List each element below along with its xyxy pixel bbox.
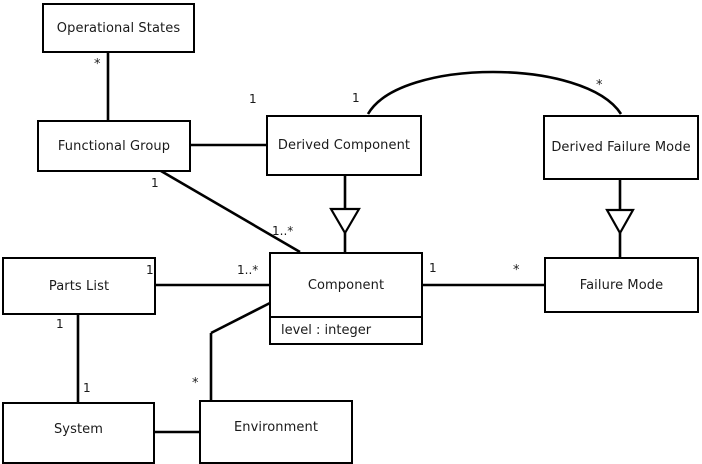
generalization-triangle-derived-component [329,207,361,236]
connector-environment-component-diagonal [210,301,271,335]
multiplicity-component-parts-list: 1..* [237,263,259,277]
class-box-system[interactable]: System [2,402,155,464]
class-name-parts-list: Parts List [48,278,110,294]
class-attributes-component: level : integer [271,316,421,343]
class-box-failure-mode[interactable]: Failure Mode [544,257,699,313]
class-box-derived-component[interactable]: Derived Component [266,115,422,176]
class-name-functional-group: Functional Group [57,138,171,154]
multiplicity-environment-component: * [192,376,199,391]
class-box-operational-states[interactable]: Operational States [42,3,195,53]
class-name-environment: Environment [233,419,319,435]
multiplicity-component-functional-group: 1..* [272,224,294,238]
connector-derived-component-derived-failure-mode [366,70,623,115]
multiplicity-parts-list-component: 1 [146,263,154,277]
class-attribute-level: level : integer [281,322,372,338]
class-box-derived-failure-mode[interactable]: Derived Failure Mode [543,115,699,180]
multiplicity-parts-list-system: 1 [56,317,64,331]
class-box-functional-group[interactable]: Functional Group [37,120,191,172]
class-name-derived-failure-mode: Derived Failure Mode [551,140,691,155]
class-name-component: Component [307,277,385,293]
class-name-operational-states: Operational States [56,20,181,36]
class-box-component[interactable]: Component level : integer [269,252,423,345]
multiplicity-derived-component-derived-failure-mode: 1 [352,91,360,105]
multiplicity-failure-mode-component: * [513,263,520,278]
class-name-failure-mode: Failure Mode [579,277,664,293]
generalization-triangle-derived-failure-mode [605,208,635,236]
class-name-system: System [53,421,104,437]
multiplicity-functional-group-component: 1 [151,176,159,190]
multiplicity-component-failure-mode: 1 [429,261,437,275]
multiplicity-system-parts-list: 1 [83,381,91,395]
class-name-derived-component: Derived Component [277,138,411,153]
multiplicity-functional-group-derived-component: 1 [249,92,257,106]
class-box-parts-list[interactable]: Parts List [2,257,156,315]
connector-functional-group-component [160,169,301,254]
class-box-environment[interactable]: Environment [199,400,353,464]
multiplicity-derived-failure-mode-derived-component: * [596,78,603,93]
multiplicity-operational-states-functional-group: * [94,57,101,72]
